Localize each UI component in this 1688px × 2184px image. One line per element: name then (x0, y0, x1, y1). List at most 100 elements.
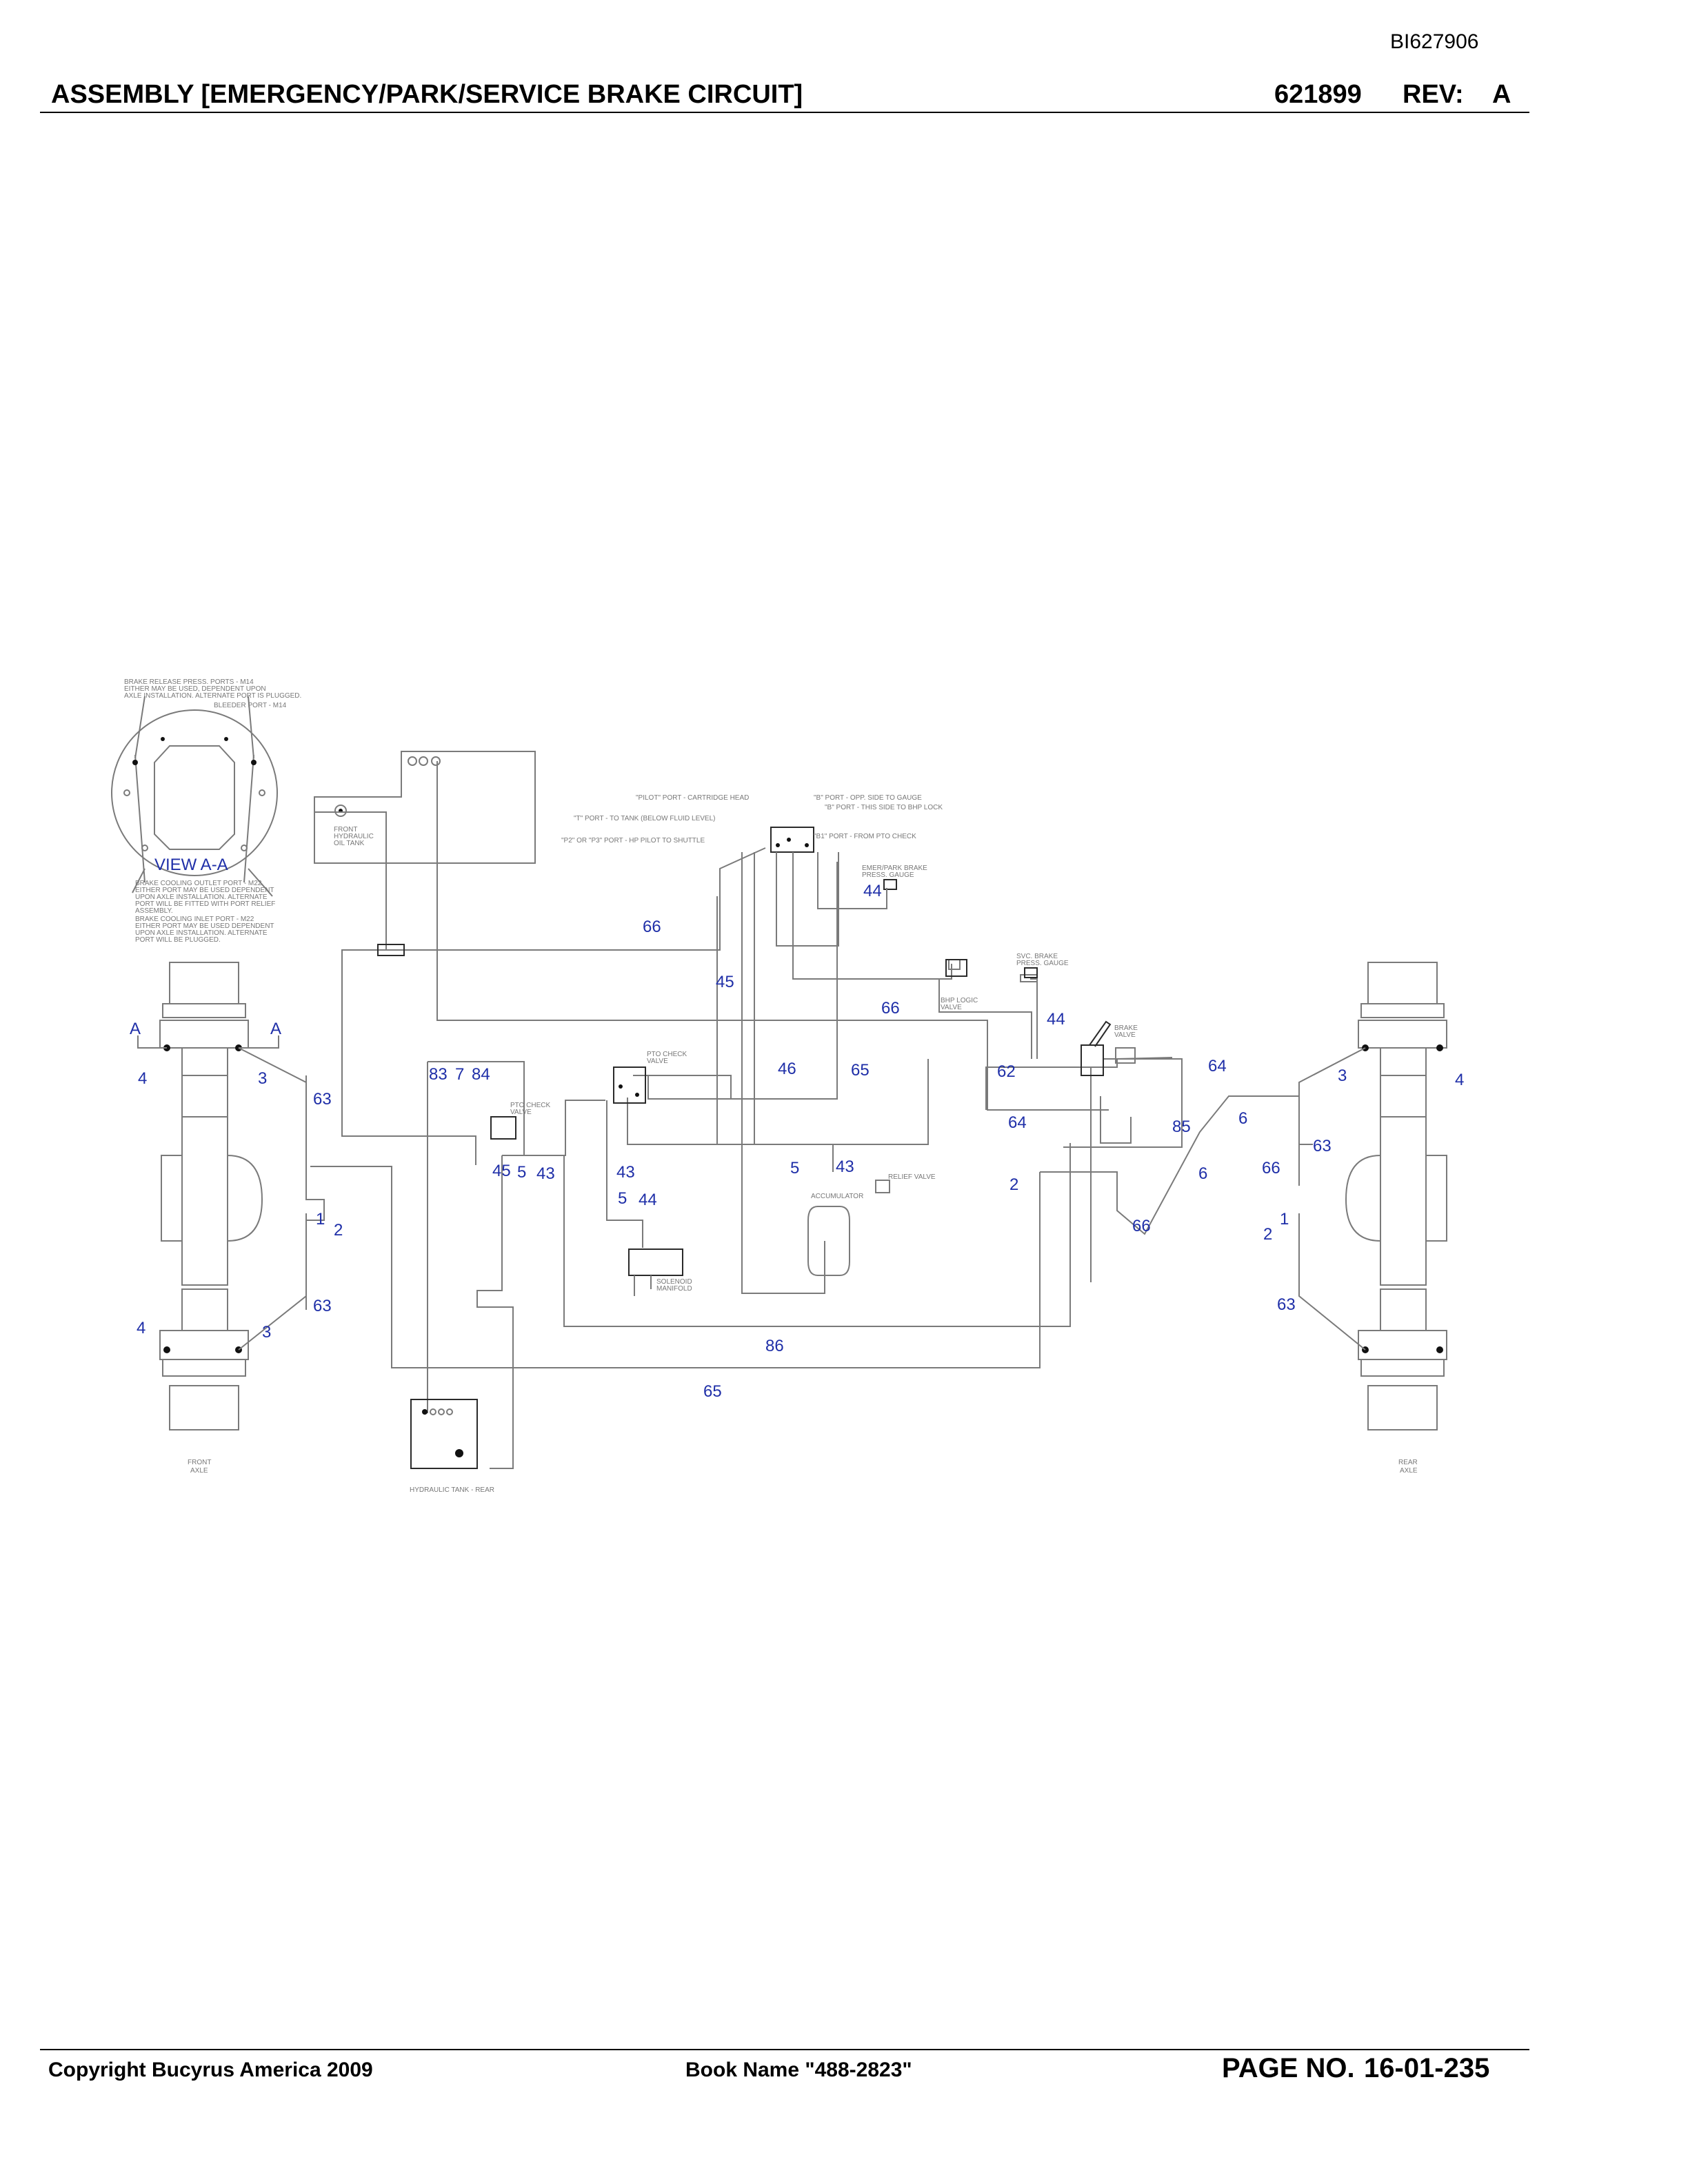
callout: 7 (455, 1065, 464, 1084)
hose-routing (305, 761, 1313, 1469)
solenoid-label: MANIFOLD (656, 1285, 692, 1293)
callout: 63 (313, 1090, 332, 1109)
front-axle-label: AXLE (190, 1467, 208, 1475)
callout: 44 (639, 1191, 657, 1209)
callout: 63 (313, 1297, 332, 1315)
rear-hydraulic-tank (410, 1399, 478, 1469)
section-marker: A (130, 1020, 141, 1038)
document-id: BI627906 (1390, 30, 1479, 53)
callout: 83 (429, 1065, 448, 1084)
valve-note: "B" PORT - OPP. SIDE TO GAUGE (814, 794, 922, 802)
revision-label: REV: (1403, 80, 1464, 109)
emergency-park-valve: "PILOT" PORT - CARTRIDGE HEAD "T" PORT -… (561, 794, 943, 890)
callout: 66 (643, 918, 661, 936)
copyright: Copyright Bucyrus America 2009 (48, 2059, 373, 2081)
callout: 85 (1172, 1118, 1191, 1136)
rear-axle-label: REAR (1398, 1459, 1418, 1466)
callout: 66 (1262, 1159, 1280, 1177)
note-line: AXLE INSTALLATION. ALTERNATE PORT IS PLU… (124, 692, 301, 700)
callout: 64 (1008, 1113, 1027, 1132)
callout: 86 (765, 1337, 784, 1355)
callout: 2 (1263, 1225, 1272, 1244)
pto-check-label: VALVE (510, 1109, 532, 1116)
rear-axle (1298, 962, 1447, 1430)
front-hydraulic-oil-tank: FRONT HYDRAULIC OIL TANK (314, 751, 536, 864)
callout: 45 (492, 1162, 511, 1180)
gauge-label: PRESS. GAUGE (862, 871, 914, 879)
note-line: BRAKE RELEASE PRESS. PORTS - M14 (124, 678, 254, 686)
view-a-a-detail: BRAKE RELEASE PRESS. PORTS - M14 EITHER … (111, 678, 301, 944)
valve-note: "B1" PORT - FROM PTO CHECK (814, 833, 916, 840)
callout: 4 (1455, 1071, 1464, 1089)
solenoid-label: SOLENOID (656, 1278, 692, 1286)
svc-gauge-label: SVC. BRAKE (1016, 953, 1058, 960)
callout: 43 (616, 1163, 635, 1182)
note-line: BLEEDER PORT - M14 (214, 702, 287, 709)
callout: 45 (716, 973, 734, 991)
note-line: BRAKE COOLING INLET PORT - M22 (135, 916, 254, 923)
callout: 43 (536, 1164, 555, 1183)
note-line: EITHER PORT MAY BE USED DEPENDENT (135, 922, 274, 930)
callout: 2 (1009, 1175, 1018, 1194)
callout: 62 (997, 1062, 1016, 1081)
bhp-valve-label: BHP LOGIC (941, 997, 978, 1004)
note-line: ASSEMBLY. (135, 907, 173, 915)
part-number: 621899 (1274, 80, 1362, 109)
note-line: PORT WILL BE FITTED WITH PORT RELIEF (135, 900, 275, 908)
brake-valve-label: BRAKE (1114, 1024, 1138, 1032)
components (377, 944, 1112, 1296)
pto-check-label: PTO CHECK (647, 1051, 687, 1058)
callout: 65 (851, 1061, 870, 1080)
tank-label: HYDRAULIC (334, 833, 374, 840)
callout: 1 (1280, 1210, 1289, 1228)
callout: 3 (258, 1069, 267, 1088)
callout: 65 (703, 1382, 722, 1401)
callout: 6 (1238, 1109, 1247, 1128)
note-line: EITHER PORT MAY BE USED DEPENDENT (135, 887, 274, 894)
book-name: Book Name "488-2823" (685, 2059, 912, 2081)
callout: 1 (316, 1210, 325, 1228)
callout: 44 (863, 882, 882, 900)
valve-note: "T" PORT - TO TANK (BELOW FLUID LEVEL) (574, 815, 715, 822)
tank-label: OIL TANK (334, 840, 365, 847)
callout: 66 (1132, 1217, 1151, 1235)
svc-gauge-label: PRESS. GAUGE (1016, 960, 1069, 967)
callout: 5 (517, 1163, 526, 1182)
relief-valve-label: RELIEF VALVE (888, 1173, 936, 1181)
callout: 43 (836, 1157, 854, 1176)
revision-value: A (1492, 80, 1511, 109)
brake-valve-label: VALVE (1114, 1031, 1136, 1039)
callout: 4 (137, 1319, 145, 1337)
callout: 5 (790, 1159, 799, 1177)
page-number-label: PAGE NO. (1222, 2053, 1355, 2083)
callout: 64 (1208, 1057, 1227, 1075)
callout: 63 (1277, 1295, 1296, 1314)
callout: 63 (1313, 1137, 1332, 1155)
gauge-label: EMER/PARK BRAKE (862, 865, 927, 872)
callout: 84 (472, 1065, 490, 1084)
note-line: BRAKE COOLING OUTLET PORT - M22 (135, 880, 262, 887)
callout: 2 (334, 1221, 343, 1240)
section-marker: A (270, 1020, 281, 1038)
callout: 46 (778, 1060, 796, 1078)
tank-label: FRONT (334, 826, 357, 833)
callout: 5 (618, 1189, 627, 1208)
rear-axle-label: AXLE (1400, 1467, 1418, 1475)
rear-tank-label: HYDRAULIC TANK - REAR (410, 1486, 494, 1494)
note-line: UPON AXLE INSTALLATION. ALTERNATE (135, 893, 268, 901)
front-axle-label: FRONT (188, 1459, 211, 1466)
callout: 3 (1338, 1066, 1347, 1085)
page-title: ASSEMBLY [EMERGENCY/PARK/SERVICE BRAKE C… (51, 80, 803, 109)
note-line: PORT WILL BE PLUGGED. (135, 936, 221, 944)
valve-note: "PILOT" PORT - CARTRIDGE HEAD (636, 794, 749, 802)
front-axle (137, 962, 307, 1430)
valve-note: "B" PORT - THIS SIDE TO BHP LOCK (825, 804, 943, 811)
page-number: 16-01-235 (1364, 2053, 1490, 2083)
valve-note: "P2" OR "P3" PORT - HP PILOT TO SHUTTLE (561, 837, 705, 845)
callout: 44 (1047, 1010, 1065, 1029)
callout: 4 (138, 1069, 147, 1088)
view-a-a-label: VIEW A-A (154, 856, 228, 874)
note-line: UPON AXLE INSTALLATION. ALTERNATE (135, 929, 268, 937)
component-labels: SVC. BRAKE PRESS. GAUGE BHP LOGIC VALVE … (188, 953, 1418, 1494)
